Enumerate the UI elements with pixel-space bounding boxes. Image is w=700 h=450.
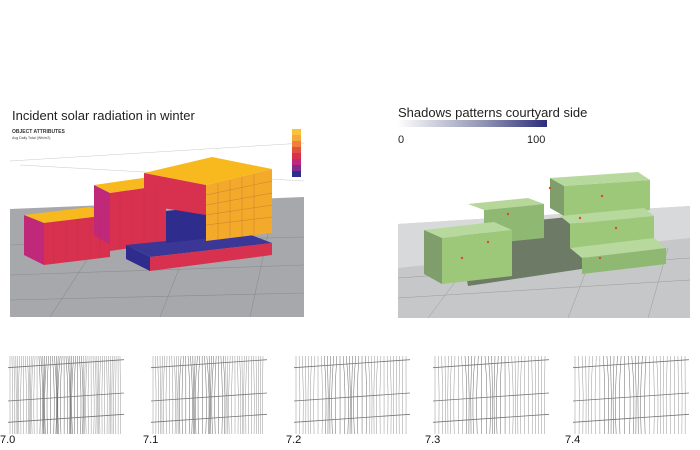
left-block-side — [24, 215, 44, 265]
scale-min-label: 0 — [398, 134, 405, 146]
strip-label-0: 7.0 — [0, 434, 16, 446]
left-block-face — [442, 230, 512, 284]
right-block-upper — [564, 180, 650, 216]
facade-grid — [53, 174, 273, 264]
strip-diagram — [572, 355, 690, 435]
middle-block-side — [94, 185, 110, 245]
strip-diagrams — [7, 355, 690, 435]
courtyard-side — [126, 245, 150, 271]
left-block-front — [44, 215, 110, 265]
radiation-color-scale — [292, 129, 301, 177]
solar-radiation-render: OBJECT ATTRIBUTES Avg Daily Total (Wh/m2… — [10, 129, 304, 317]
right-block-lower — [582, 248, 666, 274]
right-panel-title: Shadows patterns courtyard side — [398, 105, 588, 120]
strip-diagram — [150, 355, 268, 435]
strip-label-3: 7.3 — [425, 434, 441, 446]
info-line-1: Avg Daily Total (Wh/m2) — [12, 136, 50, 140]
scale-max-label: 100 — [527, 134, 546, 146]
courtyard-roof — [126, 233, 272, 257]
right-block-middle — [570, 216, 654, 248]
strip-label-4: 7.4 — [565, 434, 581, 446]
left-panel-title: Incident solar radiation in winter — [12, 108, 195, 123]
right-block-front — [144, 173, 206, 215]
left-block-roof — [24, 207, 110, 223]
strip-diagram — [293, 355, 411, 435]
strip-label-1: 7.1 — [143, 434, 159, 446]
shadow-annotations — [460, 186, 618, 260]
strip-diagram — [432, 355, 550, 435]
shadow-scale-bar — [397, 120, 547, 127]
strip-diagram — [7, 355, 125, 435]
shadow-pattern-render — [398, 172, 690, 318]
strip-label-2: 7.2 — [286, 434, 302, 446]
info-heading: OBJECT ATTRIBUTES — [12, 129, 65, 135]
courtyard-front — [150, 243, 272, 271]
right-block-roof — [144, 157, 272, 185]
